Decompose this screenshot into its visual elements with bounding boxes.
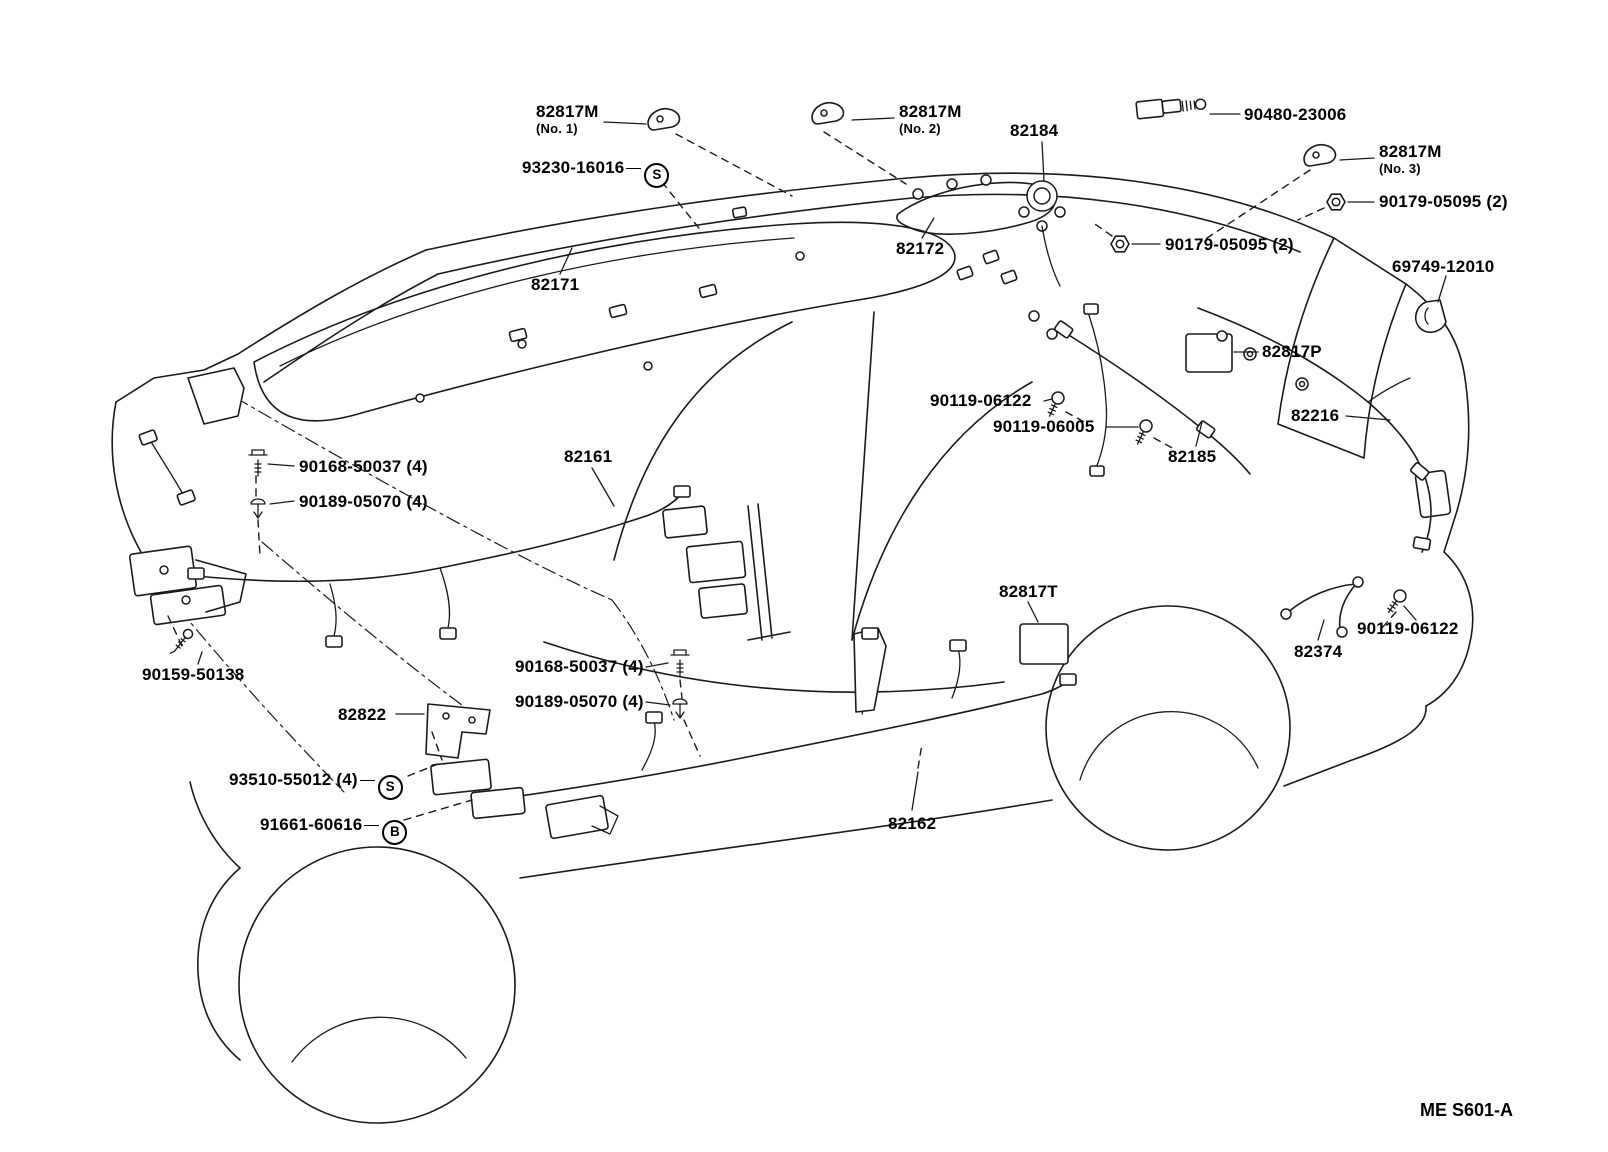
part-number: 82817T: [999, 582, 1058, 601]
label-82172: 82172: [896, 239, 945, 259]
left-relay-bracket: [128, 367, 247, 626]
leader-line: [626, 168, 642, 169]
part-number: 90168-50037 (4): [515, 657, 644, 676]
part-number: 82817M: [536, 102, 599, 121]
label-90189-05070-left: 90189-05070 (4): [299, 492, 428, 512]
label-90179-05095-mid: 90179-05095 (2): [1165, 235, 1294, 255]
part-number: 91661-60616: [260, 815, 363, 834]
part-number: 82817P: [1262, 342, 1322, 361]
bolt-90168-center: [670, 649, 690, 677]
bolt-symbol-b: B: [382, 819, 408, 845]
car-body-outline: [111, 172, 1474, 1124]
label-91661-60616: 91661-60616 B: [260, 815, 408, 845]
wiring-clip-82817m-no2: [811, 101, 845, 125]
label-93230-16016: 93230-16016 S: [522, 158, 670, 188]
part-number: 82817M: [899, 102, 962, 121]
part-number: 90480-23006: [1244, 105, 1347, 124]
bracket-82822: [425, 703, 619, 840]
part-number: 82161: [564, 447, 613, 466]
part-number: 82817M: [1379, 142, 1442, 161]
part-number: 90189-05070 (4): [515, 692, 644, 711]
label-82161: 82161: [564, 447, 613, 467]
part-number: 82162: [888, 814, 937, 833]
grommet-69749: [1414, 299, 1447, 334]
label-82817p: 82817P: [1262, 342, 1322, 362]
leader-line: [359, 780, 375, 781]
part-number: 82171: [531, 275, 580, 294]
label-82184: 82184: [1010, 121, 1059, 141]
label-82817m-no2: 82817M (No. 2): [899, 102, 962, 136]
label-82162: 82162: [888, 814, 937, 834]
label-69749-12010: 69749-12010: [1392, 257, 1495, 277]
label-90119-06005: 90119-06005: [993, 417, 1095, 437]
bolt-90119-06122-right: [1387, 589, 1407, 614]
label-82817t: 82817T: [999, 582, 1058, 602]
screw-symbol-s: S: [644, 162, 670, 188]
label-82817m-no3: 82817M (No. 3): [1379, 142, 1442, 176]
label-90168-50037-center: 90168-50037 (4): [515, 657, 644, 677]
part-number: 93510-55012 (4): [229, 770, 358, 789]
label-90119-06122-mid: 90119-06122: [930, 391, 1032, 411]
part-number: 82172: [896, 239, 945, 258]
leader-lines: [197, 113, 1447, 811]
label-90168-50037-left: 90168-50037 (4): [299, 457, 428, 477]
part-number: 90159-50138: [142, 665, 245, 684]
screw-90159: [169, 628, 194, 654]
screw-symbol-s: S: [377, 774, 403, 800]
part-number: 90189-05070 (4): [299, 492, 428, 511]
diagram-code: ME S601-A: [1420, 1100, 1514, 1120]
label-82374: 82374: [1294, 642, 1343, 662]
label-90119-06122-right: 90119-06122: [1357, 619, 1459, 639]
part-number: 82185: [1168, 447, 1217, 466]
part-number: 90179-05095 (2): [1379, 192, 1508, 211]
side-harness-82374: [1280, 576, 1364, 638]
nut-90179-mid: [1110, 235, 1130, 253]
rear-harness-82216: [1197, 307, 1432, 553]
part-number: 90119-06122: [1357, 619, 1459, 638]
part-number: 69749-12010: [1392, 257, 1495, 276]
label-93510-55012: 93510-55012 (4) S: [229, 770, 403, 800]
part-number-note: (No. 3): [1379, 160, 1421, 176]
part-number: 90179-05095 (2): [1165, 235, 1294, 254]
part-number: 93230-16016: [522, 158, 625, 177]
wiring-clip-82817m-no1: [647, 107, 681, 131]
nut-90179-right: [1326, 193, 1346, 211]
roof-harness-82171: [253, 206, 956, 422]
part-number: 82374: [1294, 642, 1343, 661]
part-number-note: (No. 1): [536, 120, 578, 136]
antenna-unit-82184: [1018, 180, 1066, 287]
label-82817m-no1: 82817M (No. 1): [536, 102, 599, 136]
part-number: 90168-50037 (4): [299, 457, 428, 476]
part-number: 82184: [1010, 121, 1059, 140]
label-82216: 82216: [1291, 406, 1340, 426]
roof-harness-82172: [896, 174, 1108, 477]
part-number: 82822: [338, 705, 387, 724]
clip-90189-center: [672, 698, 688, 719]
antenna-screw-90480: [1135, 98, 1207, 120]
label-90189-05070-center: 90189-05070 (4): [515, 692, 644, 712]
part-number-note: (No. 2): [899, 120, 941, 136]
part-number: 90119-06005: [993, 417, 1095, 436]
label-82822: 82822: [338, 705, 387, 725]
bolt-90119-06122-mid: [1047, 391, 1065, 417]
floor-harness-82161: [187, 485, 691, 648]
leader-line: [364, 825, 380, 826]
junction-block-82817p: [1185, 333, 1233, 373]
bolt-90119-06005: [1135, 419, 1153, 445]
label-90480-23006: 90480-23006: [1244, 105, 1347, 125]
junction-block-82817t: [1019, 623, 1069, 665]
label-90179-05095-right: 90179-05095 (2): [1379, 192, 1508, 212]
label-82171: 82171: [531, 275, 580, 295]
wiring-clip-82817m-no3: [1303, 143, 1337, 167]
part-number: 82216: [1291, 406, 1340, 425]
label-82185: 82185: [1168, 447, 1217, 467]
clip-90189-left: [250, 498, 266, 519]
leader-lines-dashed: [167, 131, 1397, 821]
part-number: 90119-06122: [930, 391, 1032, 410]
bolt-90168-left: [248, 449, 268, 477]
center-junction-cluster: [662, 503, 791, 641]
label-90159-50138: 90159-50138: [142, 665, 245, 685]
